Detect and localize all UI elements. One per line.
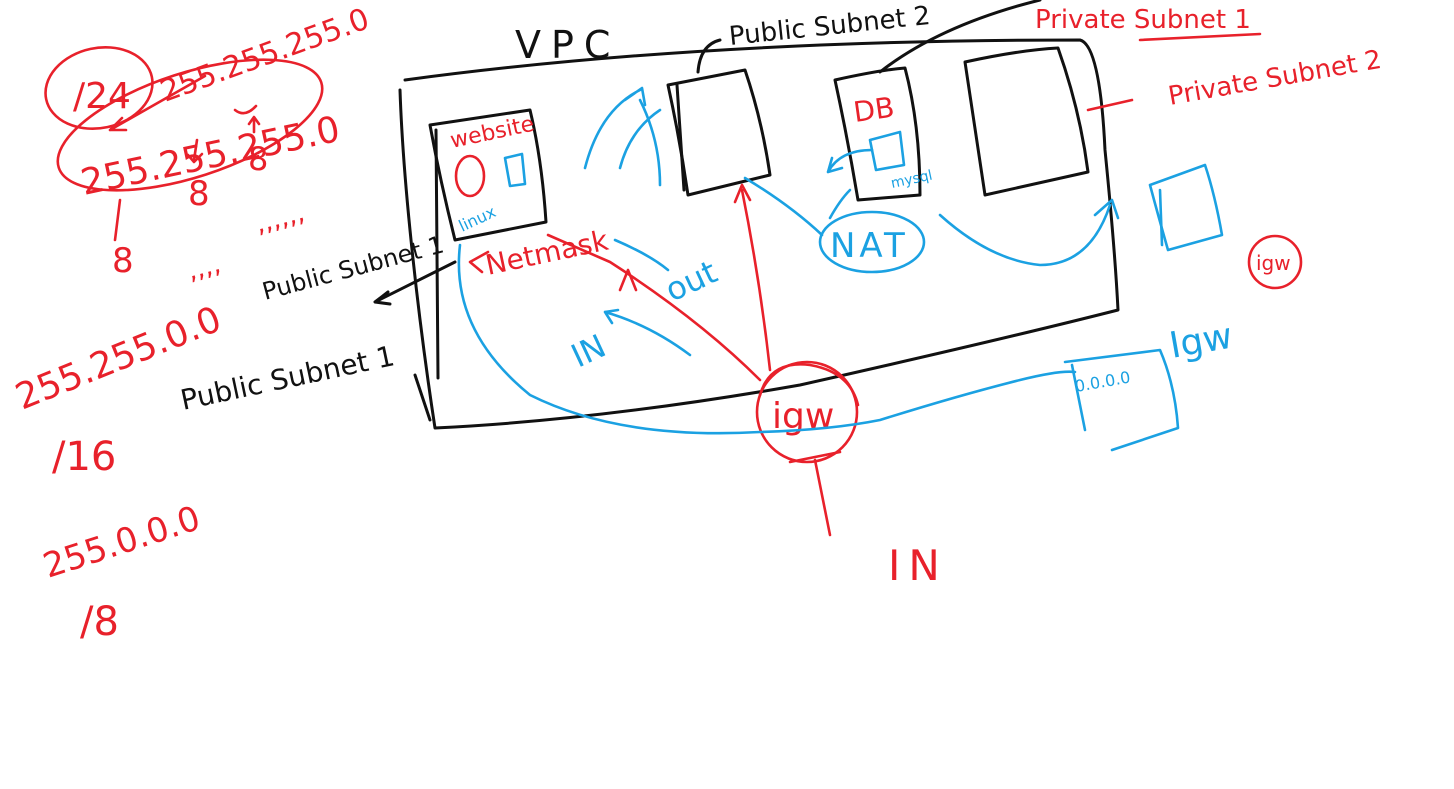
cidr-8-text: /8 [80, 599, 119, 645]
public-subnet-2-side [675, 83, 686, 192]
route-box-outline [1063, 348, 1180, 452]
in-bottom-label: IN [888, 541, 948, 590]
red-path-igw-to-subnet2 [733, 183, 772, 372]
public-subnet-2-box [666, 68, 772, 197]
public-subnet-1-left-label: Public Subnet 1 [178, 339, 398, 417]
db-to-nat-arrow [826, 148, 874, 174]
out-label: out [659, 253, 723, 310]
private-subnet-1-underline [1138, 32, 1262, 42]
private-subnet-1-leader [878, 0, 1042, 74]
public-subnet-1-inner-line [434, 128, 440, 380]
octet-8-a: 8 [112, 241, 134, 281]
igw-down-line [813, 458, 832, 537]
nat-to-igw-wave [938, 198, 1120, 267]
website-label: website [448, 112, 537, 154]
vpc-structure: VPC Public Subnet 2 [398, 0, 1120, 430]
blue-annotations: mysql linux NAT out IN 0.0.0.0 Igw [456, 86, 1236, 452]
ticks-b: ,,,,,, [252, 198, 308, 240]
private-subnet-2-pointer [1086, 98, 1134, 112]
public-subnet-1-pointer [373, 260, 457, 306]
right-box-side [1158, 188, 1164, 247]
private-subnet-1-label: Private Subnet 1 [1035, 5, 1251, 35]
private-subnet-2-label: Private Subnet 2 [1166, 45, 1384, 112]
cidr-24-circle [44, 45, 154, 131]
nat-to-subnet2-line [743, 176, 824, 237]
igw-center-circle-overdraw [758, 363, 860, 407]
octet-8-c: 8 [248, 140, 268, 178]
octet-mark-c [233, 104, 261, 134]
red-annotations: Private Subnet 1 Private Subnet 2 websit… [448, 5, 1384, 590]
mask-24-top-ellipse [56, 58, 324, 192]
igw-right-circle [1247, 234, 1303, 290]
octet-8-b: 8 [188, 174, 210, 214]
vpc-inner-left-line [413, 373, 432, 422]
db-label: DB [851, 91, 896, 129]
private-subnet-2-box [963, 46, 1090, 197]
mask-24-top-text: 255.255.255.0 [156, 2, 374, 110]
nat-circle [818, 210, 926, 274]
blue-loop-bottom [457, 243, 1077, 435]
mysql-label: mysql [890, 168, 934, 192]
out-curve [613, 238, 670, 272]
website-instance-icon [503, 152, 527, 188]
igw-right-circle-label: igw [1256, 251, 1291, 275]
route-box-left-line [1070, 363, 1087, 432]
nat-label: NAT [830, 226, 909, 266]
octet-mark-a [113, 198, 122, 242]
arrow-24-to-mask [108, 74, 207, 132]
vpc-boundary [398, 38, 1120, 430]
mask-8-text: 255.0.0.0 [38, 498, 205, 586]
public-subnet-2-leader [696, 38, 722, 74]
linux-label: linux [456, 202, 499, 236]
subnet2-out-curve-3 [638, 98, 662, 187]
subnet2-out-curve-2 [618, 108, 662, 170]
public-subnet-1-inside-label: Public Subnet 1 [259, 230, 447, 305]
nat-to-db-line [828, 188, 852, 220]
in-inside-label: IN [565, 327, 611, 376]
in-arrow [603, 308, 692, 357]
igw-center-circle [755, 360, 859, 464]
octet-mark-b [186, 138, 204, 164]
red-arrow-mid [618, 268, 638, 292]
netmask-arrow [468, 250, 490, 274]
website-server-oval [454, 154, 486, 198]
db-instance-icon [868, 130, 906, 172]
route-0000-label: 0.0.0.0 [1073, 368, 1131, 396]
igw-right-text: Igw [1166, 316, 1235, 367]
subnet2-out-curve-1 [583, 86, 647, 170]
netmask-label: Netmask [483, 224, 612, 282]
red-path-igw-to-netmask [546, 233, 762, 382]
cidr-16-text: /16 [52, 434, 116, 480]
right-box-outline [1148, 163, 1224, 252]
cidr-notes: /24 255.255.255.0 255.255.255.0 8 8 8 ,,… [10, 2, 374, 645]
ticks-a: ,,,, [184, 249, 224, 287]
igw-underline [788, 450, 842, 464]
